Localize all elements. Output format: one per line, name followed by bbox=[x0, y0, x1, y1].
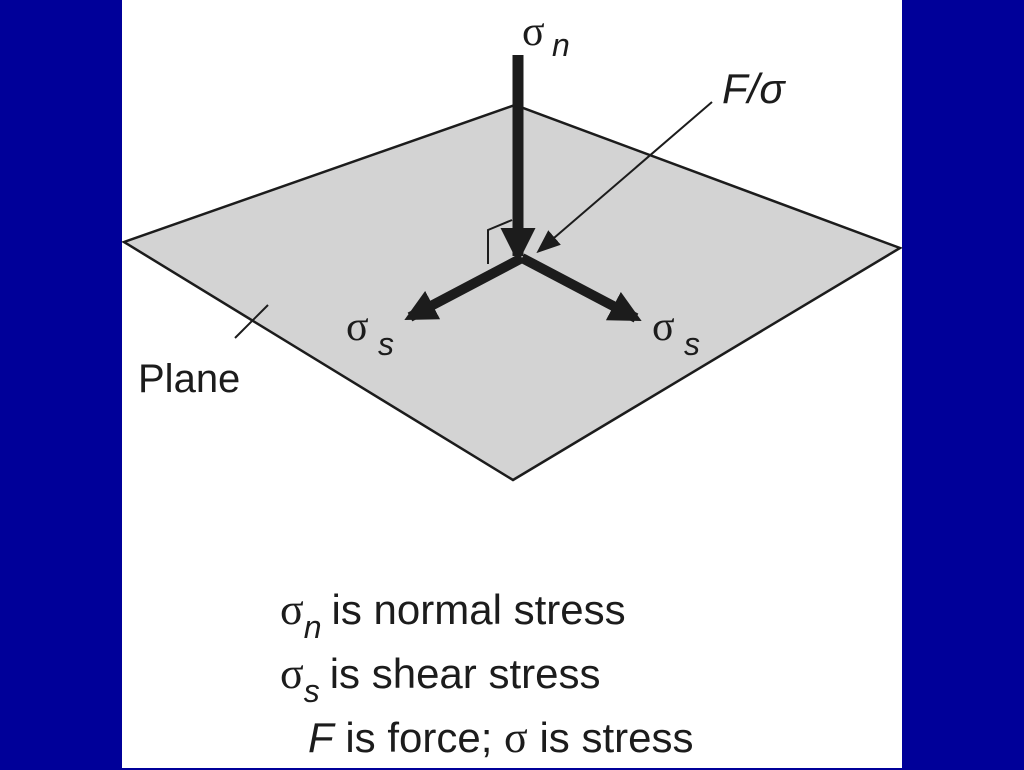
shear-stress-arrow-right bbox=[519, 253, 642, 323]
plane-label: Plane bbox=[138, 357, 240, 401]
force-stress-label: F/σ bbox=[722, 65, 786, 112]
legend-normal-text: is normal stress bbox=[331, 586, 626, 633]
legend-stress-text: is stress bbox=[539, 714, 694, 761]
right-angle-mark bbox=[487, 219, 513, 264]
legend-force-symbol: F bbox=[308, 714, 334, 761]
normal-stress-label-subscript: n bbox=[552, 27, 570, 63]
shear-stress-arrow-left bbox=[404, 253, 525, 322]
legend-stress-symbol: σ bbox=[504, 713, 528, 762]
shear-stress-right-symbol: σ bbox=[652, 304, 675, 350]
legend-shear-text: is shear stress bbox=[329, 650, 601, 697]
shear-stress-left-subscript: s bbox=[378, 326, 394, 362]
shear-stress-left-symbol: σ bbox=[346, 304, 369, 350]
legend-force-stress: F is force; σ is stress bbox=[280, 706, 840, 770]
legend-shear-symbol: σ bbox=[280, 649, 304, 698]
normal-stress-label-symbol: σ bbox=[522, 9, 545, 55]
legend-normal-subscript: n bbox=[303, 609, 322, 645]
legend-force-text: is force; bbox=[345, 714, 493, 761]
legend-shear-subscript: s bbox=[303, 673, 320, 709]
shear-stress-right-subscript: s bbox=[684, 326, 700, 362]
legend-normal-symbol: σ bbox=[280, 585, 304, 634]
plane-leader-line bbox=[234, 304, 269, 339]
plane-surface bbox=[121, 103, 903, 482]
force-pointer-line bbox=[536, 101, 713, 254]
